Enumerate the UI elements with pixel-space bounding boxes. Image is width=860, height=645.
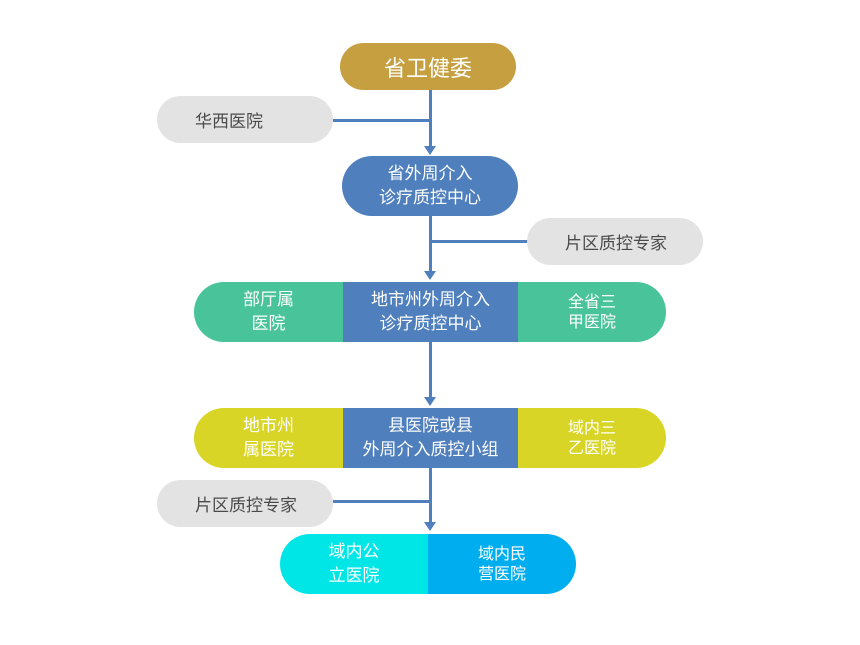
connector-huaxi	[333, 119, 431, 122]
arrow-to-local	[424, 522, 436, 531]
node-huaxi-hospital: 华西医院	[157, 96, 333, 143]
node-tier3b-hospitals-label: 域内三 乙医院	[567, 418, 616, 457]
node-tier3a-hospitals: 全省三 甲医院	[518, 282, 666, 342]
node-public-hospital: 域内公 立医院	[280, 534, 428, 594]
connector-region-expert-1	[430, 240, 528, 243]
arrow-to-city	[424, 271, 436, 280]
node-region-expert-lower-label: 片区质控专家	[195, 496, 297, 516]
node-city-quality-center: 地市州外周介入 诊疗质控中心	[343, 282, 518, 342]
node-region-expert-upper-label: 片区质控专家	[565, 234, 667, 254]
node-region-expert-lower: 片区质控专家	[157, 480, 333, 527]
connector-region-expert-2	[333, 500, 431, 503]
node-county-quality-group-label: 县医院或县 外周介入质控小组	[362, 416, 499, 460]
row-city-level: 部厅属 医院 地市州外周介入 诊疗质控中心 全省三 甲医院	[194, 282, 666, 342]
node-county-quality-group: 县医院或县 外周介入质控小组	[343, 408, 518, 468]
connector-province-to-city	[429, 216, 432, 271]
node-city-quality-center-label: 地市州外周介入 诊疗质控中心	[371, 290, 490, 334]
node-dept-hospital: 部厅属 医院	[194, 282, 343, 342]
node-private-hospital-label: 域内民 营医院	[477, 544, 526, 583]
node-province-quality-center: 省外周介入 诊疗质控中心	[342, 156, 518, 216]
node-province-quality-center-label: 省外周介入 诊疗质控中心	[379, 164, 481, 208]
connector-city-to-county	[429, 342, 432, 397]
node-city-hospital: 地市州 属医院	[194, 408, 343, 468]
connector-top-to-province	[429, 90, 432, 146]
node-tier3a-hospitals-label: 全省三 甲医院	[567, 292, 616, 331]
row-local-level: 域内公 立医院 域内民 营医院	[280, 534, 576, 594]
node-dept-hospital-label: 部厅属 医院	[243, 290, 294, 334]
node-tier3b-hospitals: 域内三 乙医院	[518, 408, 666, 468]
node-provincial-health-commission-label: 省卫健委	[383, 56, 472, 82]
connector-county-to-local	[429, 468, 432, 522]
node-huaxi-hospital-label: 华西医院	[195, 112, 263, 132]
node-public-hospital-label: 域内公 立医院	[328, 542, 380, 586]
node-provincial-health-commission: 省卫健委	[340, 43, 516, 90]
node-city-hospital-label: 地市州 属医院	[243, 416, 294, 460]
arrow-to-province	[424, 146, 436, 155]
row-county-level: 地市州 属医院 县医院或县 外周介入质控小组 域内三 乙医院	[194, 408, 666, 468]
node-region-expert-upper: 片区质控专家	[527, 218, 703, 265]
arrow-to-county	[424, 397, 436, 406]
node-private-hospital: 域内民 营医院	[428, 534, 576, 594]
